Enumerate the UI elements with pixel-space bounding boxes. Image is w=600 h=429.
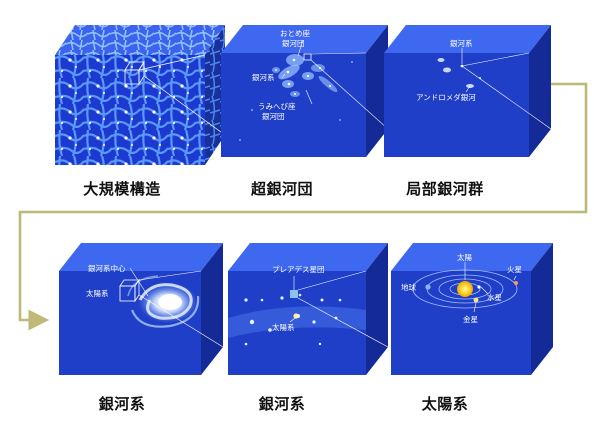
annotation-galactic-center: 銀河系中心 bbox=[88, 263, 126, 273]
annotation-virgo: おとめ座 bbox=[280, 28, 310, 38]
label-milky-way-2: 銀河系 bbox=[258, 395, 306, 413]
annotation-virgo-cluster: 銀河団 bbox=[282, 39, 305, 48]
annotation-venus: 金星 bbox=[463, 314, 478, 324]
annotation-milky-way-lg: 銀河系 bbox=[450, 38, 473, 48]
milky-way-galaxy bbox=[127, 275, 200, 328]
flow-connector bbox=[18, 82, 588, 331]
annotation-mars: 火星 bbox=[507, 265, 522, 274]
annotation-earth: 地球 bbox=[401, 282, 416, 292]
label-local-group: 局部銀河群 bbox=[406, 180, 484, 198]
label-solar-system: 太陽系 bbox=[421, 395, 469, 413]
label-large-scale-structure: 大規模構造 bbox=[83, 180, 161, 198]
label-supercluster: 超銀河団 bbox=[250, 180, 313, 198]
annotation-mercury: 水星 bbox=[487, 292, 502, 302]
annotation-sun: 太陽 bbox=[457, 252, 472, 262]
annotation-pleiades: プレアデス星団 bbox=[272, 264, 325, 274]
mars-icon bbox=[514, 281, 518, 285]
earth-icon bbox=[425, 284, 431, 290]
cube-large-scale-structure bbox=[55, 25, 226, 165]
sun-icon bbox=[457, 281, 473, 297]
mercury-icon bbox=[477, 285, 481, 289]
cube-local-group: 銀河系 アンドロメダ銀河 bbox=[384, 25, 552, 157]
cube-milky-way: 銀河系中心 太陽系 bbox=[59, 243, 224, 375]
annotation-milky-way: 銀河系 bbox=[252, 72, 275, 82]
annotation-solar-system: 太陽系 bbox=[86, 288, 109, 298]
venus-icon bbox=[473, 297, 479, 303]
annotation-hydra-cluster: 銀河団 bbox=[262, 112, 285, 121]
annotation-andromeda: アンドロメダ銀河 bbox=[416, 92, 476, 102]
cube-solar-system: 太陽 地球 火星 水星 金星 bbox=[391, 243, 553, 375]
cube-milky-way-pleiades: プレアデス星団 太陽系 bbox=[228, 243, 389, 375]
annotation-solar-system-2: 太陽系 bbox=[272, 322, 295, 332]
label-milky-way: 銀河系 bbox=[98, 395, 146, 413]
annotation-hydra: うみへび座 bbox=[258, 101, 296, 111]
cube-supercluster: おとめ座 銀河団 銀河系 うみへび座 銀河団 bbox=[221, 25, 389, 157]
